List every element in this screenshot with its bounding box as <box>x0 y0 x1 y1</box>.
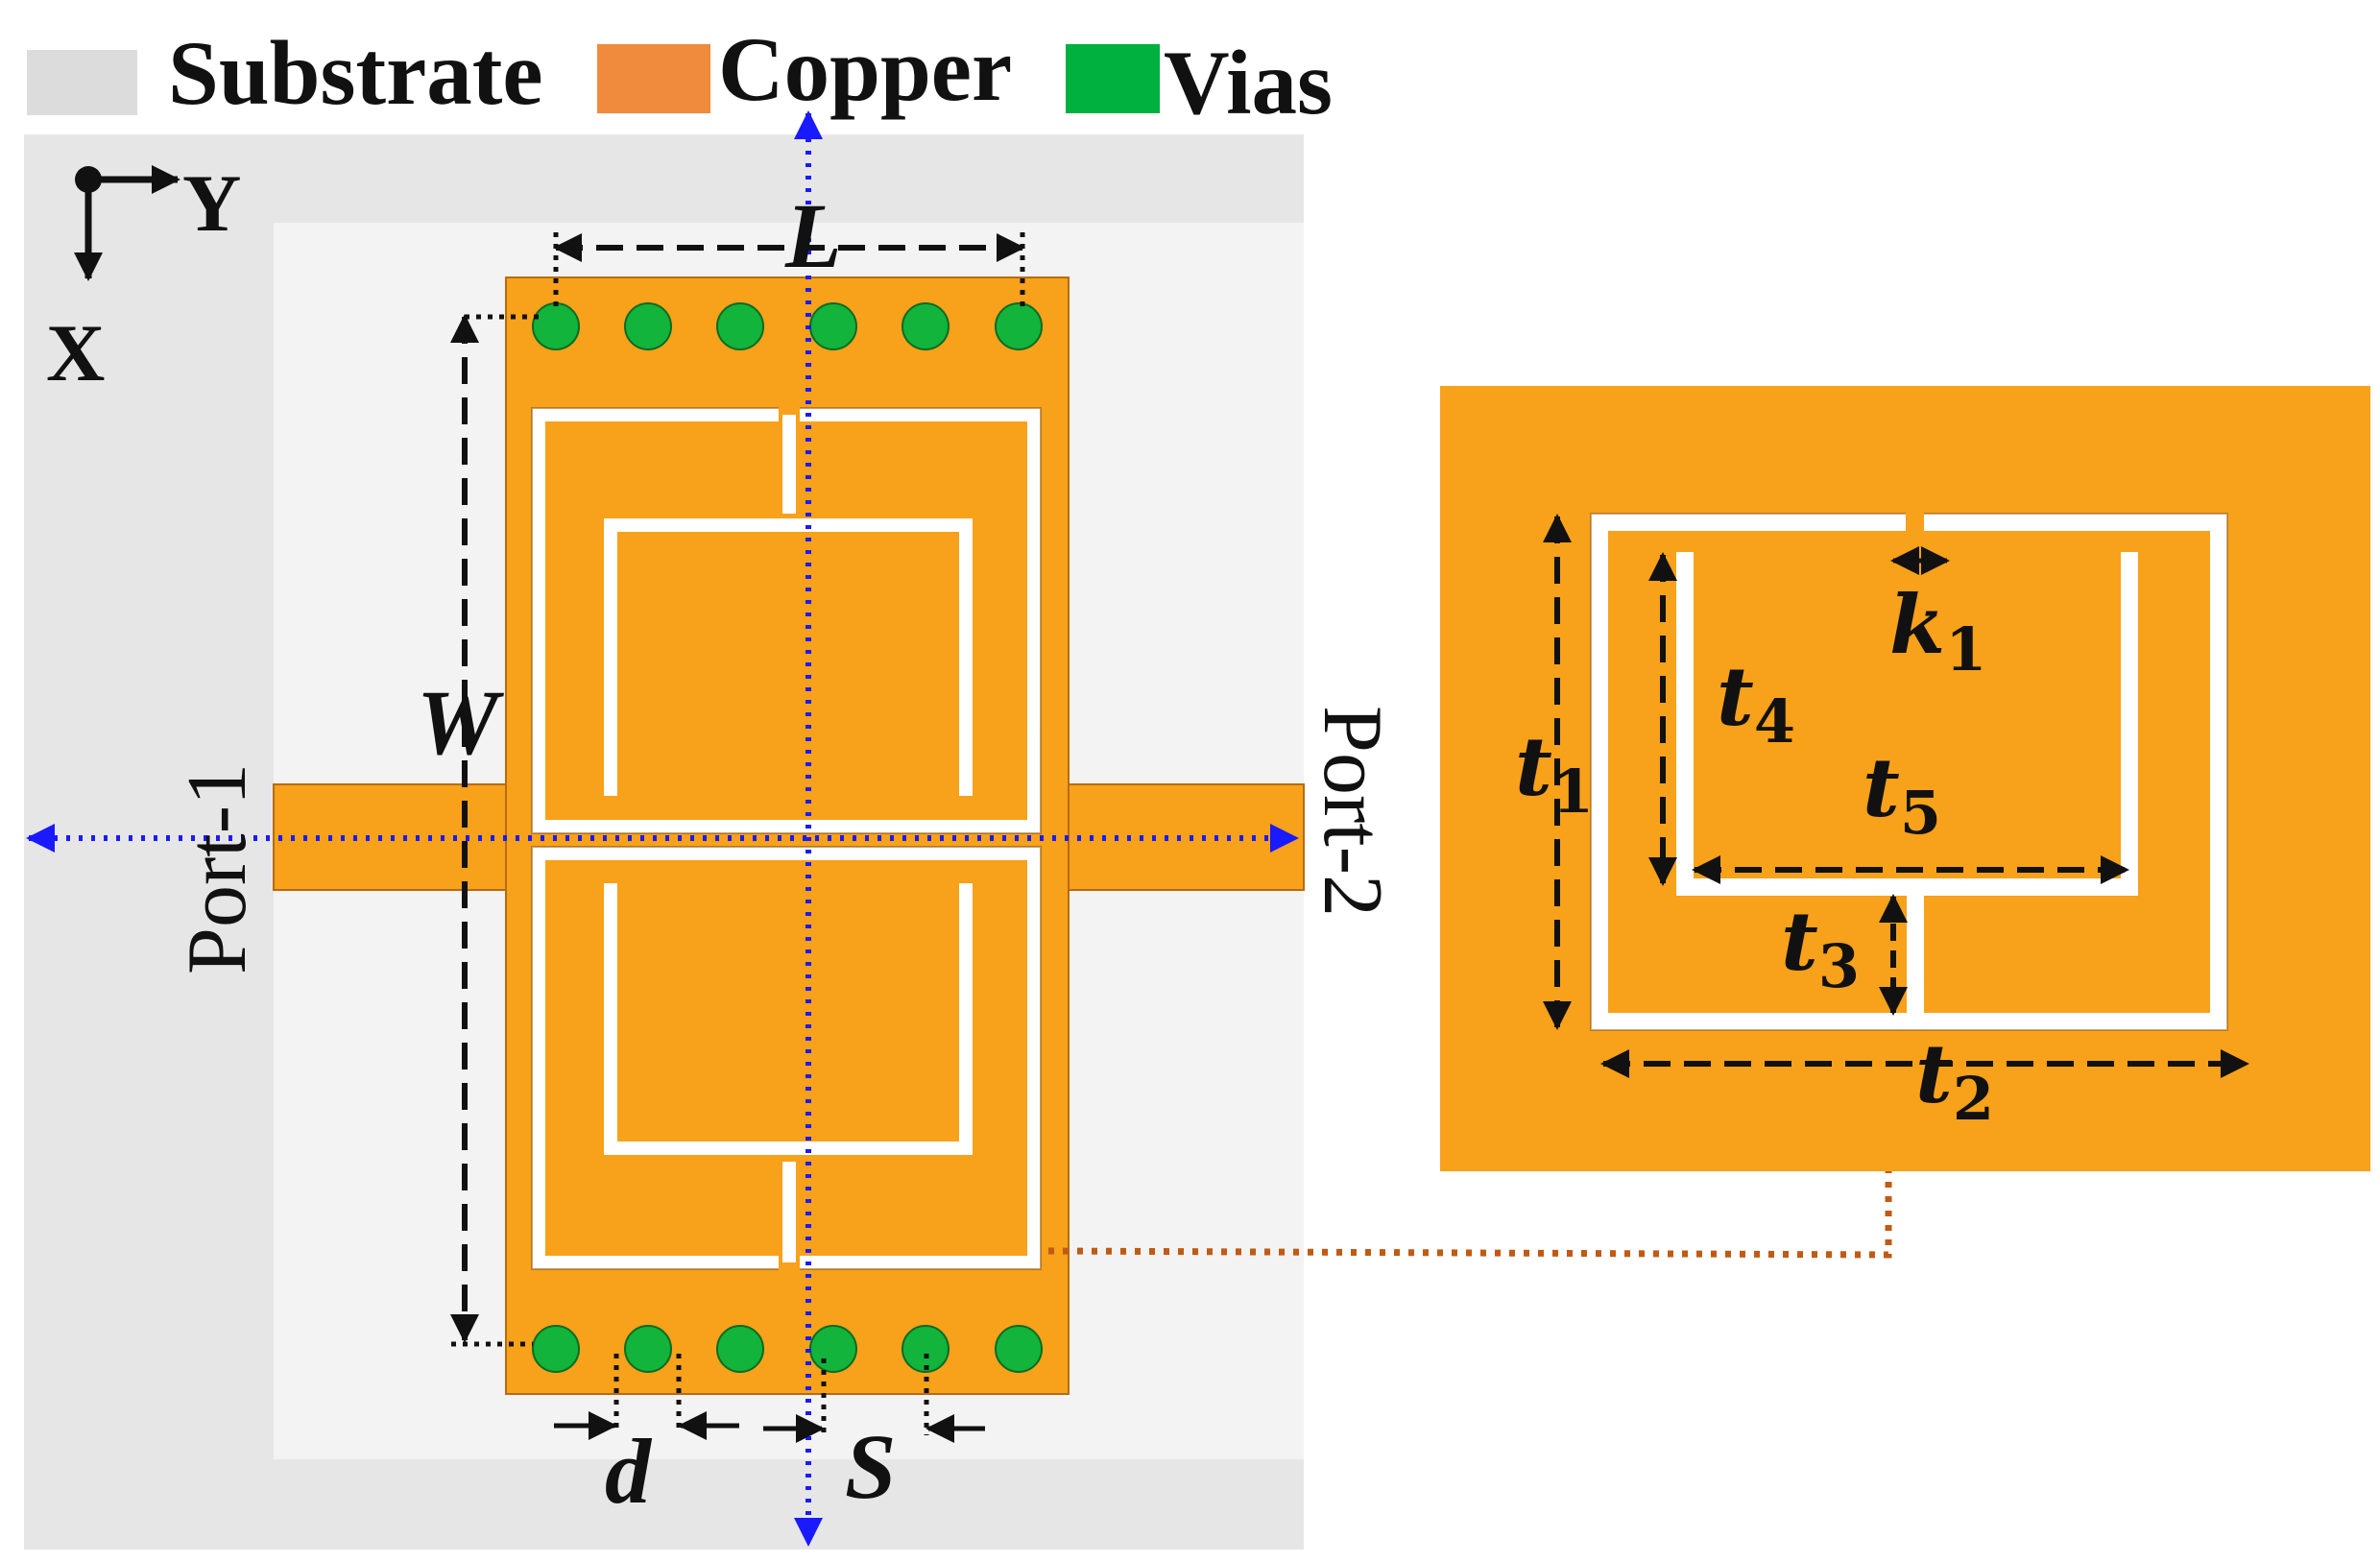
legend: Substrate Copper Vias <box>27 18 1333 133</box>
symmetry-axes <box>25 110 1299 1547</box>
coordinate-axes: Y X <box>46 158 241 398</box>
via <box>902 1325 950 1373</box>
dimension-d-label: d <box>605 1420 653 1523</box>
legend-substrate-swatch <box>27 50 137 115</box>
axis-x-label: X <box>46 308 105 398</box>
inset-slots <box>1591 514 2227 1030</box>
label-t5: t5 <box>1863 740 1941 848</box>
port-1-label: Port-1 <box>171 763 264 974</box>
inset-inner-slot <box>1676 552 2138 896</box>
dimension-w-label: W <box>417 671 504 774</box>
zoom-link <box>1047 1129 1904 1259</box>
legend-substrate-label: Substrate <box>168 22 543 124</box>
label-t3: t3 <box>1781 894 1860 1001</box>
label-k1: k1 <box>1889 577 1986 685</box>
dimension-d: d <box>554 1354 739 1523</box>
via <box>624 1325 672 1373</box>
legend-copper-swatch <box>597 44 710 113</box>
via <box>716 1325 764 1373</box>
resonator-inset: t1 t2 t3 t4 t5 k1 <box>1440 386 2370 1171</box>
dimension-s-label: S <box>845 1415 896 1518</box>
upper-inner-slot <box>604 518 973 796</box>
lower-outer-slot <box>532 847 1041 1269</box>
dimension-l-label: L <box>784 184 842 287</box>
label-t2: t2 <box>1915 1026 1994 1134</box>
via <box>995 302 1043 350</box>
dimension-s: S <box>763 1354 985 1518</box>
port-2-label: Port-2 <box>1306 706 1399 917</box>
via <box>902 302 950 350</box>
dimension-w: W <box>417 314 542 1347</box>
via <box>624 302 672 350</box>
axis-y-label: Y <box>182 158 241 249</box>
via <box>809 302 857 350</box>
label-t4: t4 <box>1717 649 1795 757</box>
via <box>809 1325 857 1373</box>
dimension-l: L <box>553 184 1025 312</box>
legend-vias-swatch <box>1066 44 1160 113</box>
legend-vias-label: Vias <box>1164 32 1333 133</box>
via <box>532 1325 580 1373</box>
legend-copper-label: Copper <box>718 18 1012 120</box>
via <box>532 302 580 350</box>
label-t1: t1 <box>1515 719 1594 827</box>
via <box>716 302 764 350</box>
via <box>995 1325 1043 1373</box>
lower-inner-slot <box>604 883 973 1155</box>
